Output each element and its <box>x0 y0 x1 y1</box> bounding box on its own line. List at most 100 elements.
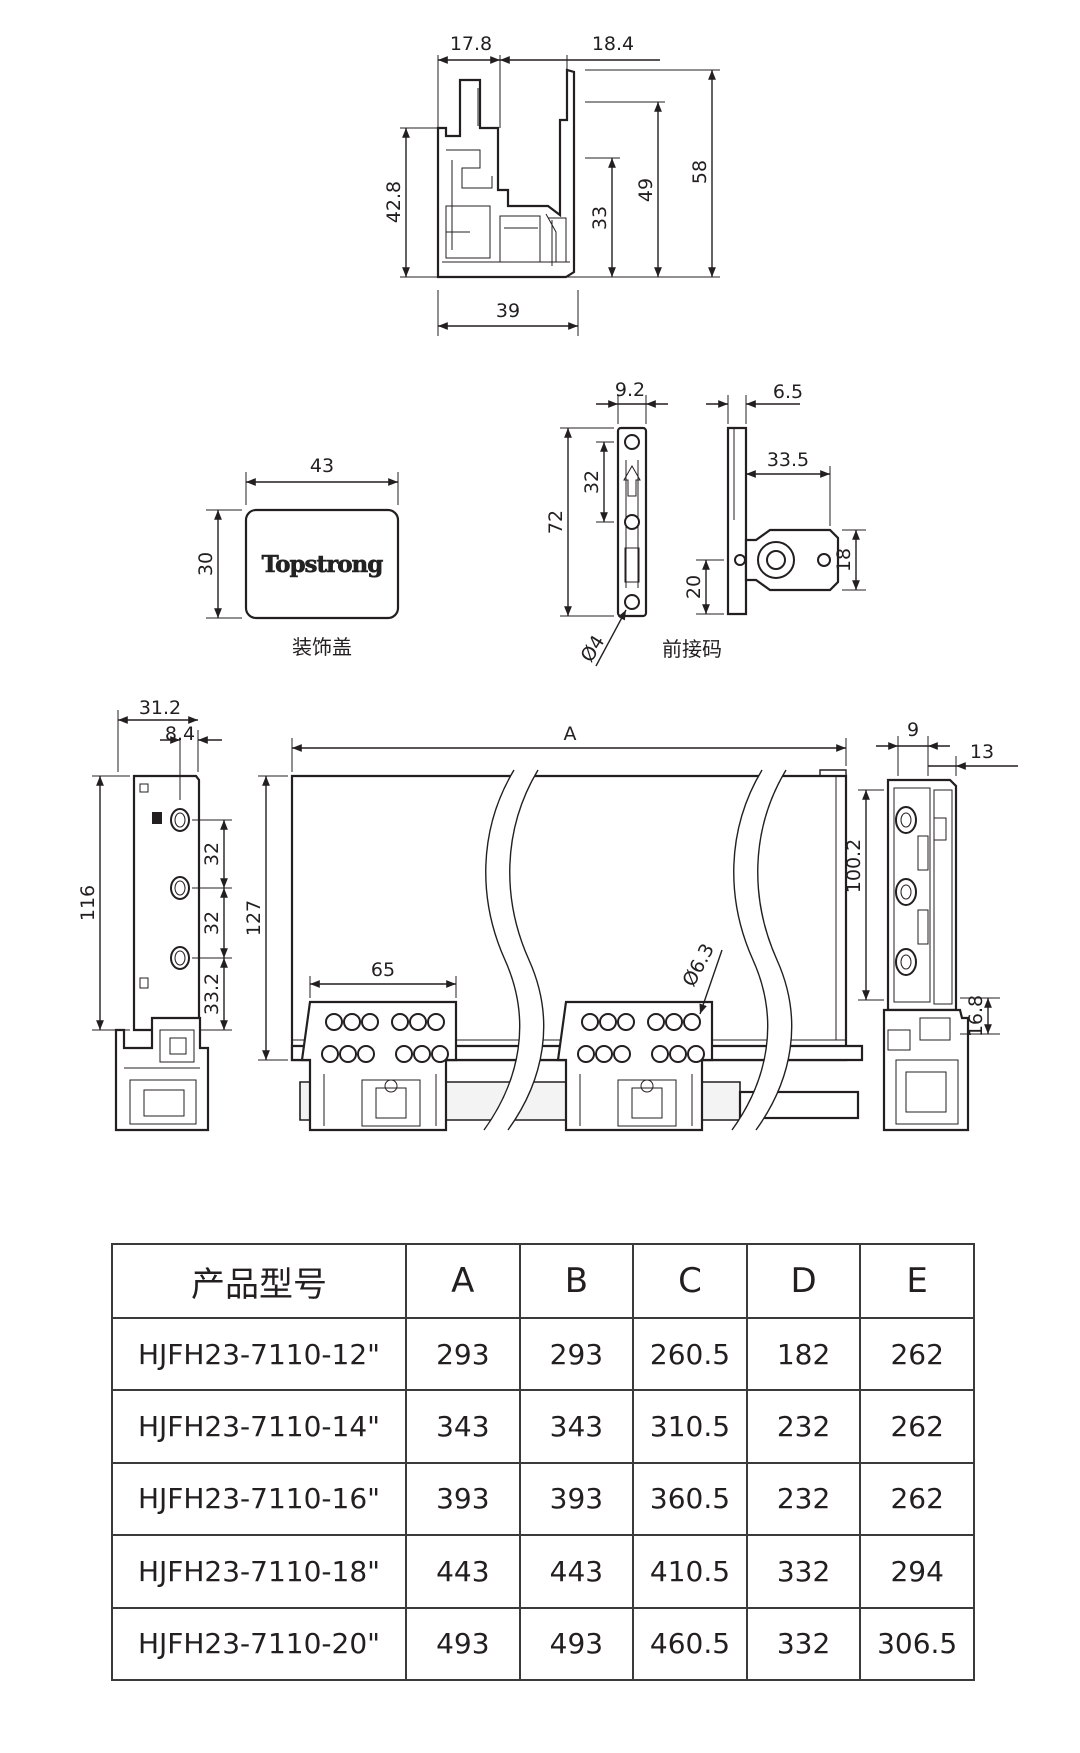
header-b: B <box>518 1243 635 1319</box>
dim-dia-4: Ø4 <box>576 632 609 667</box>
side-hole-2 <box>170 876 190 900</box>
cell-a: 493 <box>405 1606 521 1682</box>
rail-profile-outline <box>436 68 576 279</box>
dim-6-5: 6.5 <box>773 381 803 403</box>
side-hole-1 <box>170 808 190 832</box>
dim-16-8: 16.8 <box>965 995 987 1037</box>
cell-d: 182 <box>745 1316 862 1392</box>
right-side-view: 9 13 100.2 16.8 <box>843 719 1018 1132</box>
runner-clip-right <box>556 1000 714 1132</box>
dim-18-4: 18.4 <box>592 33 634 55</box>
dim-a: A <box>564 723 577 745</box>
dim-33: 33 <box>589 206 611 230</box>
table-row: HJFH23-7110-20" 493 493 460.5 332 306.5 <box>111 1606 975 1682</box>
header-a: A <box>405 1243 521 1319</box>
cell-d: 232 <box>745 1389 862 1464</box>
top-section-view: 17.8 18.4 42.8 33 49 58 39 <box>383 33 720 336</box>
dim-49: 49 <box>635 178 657 202</box>
connector-hole-middle <box>624 514 640 530</box>
cell-e: 262 <box>859 1389 975 1464</box>
cell-c: 310.5 <box>632 1389 748 1464</box>
side-hole-3 <box>170 946 190 970</box>
bracket-hole-2 <box>895 878 917 906</box>
table-row: HJFH23-7110-16" 393 393 360.5 232 262 <box>111 1461 975 1537</box>
cell-b: 443 <box>518 1534 635 1609</box>
cover-caption: 装饰盖 <box>292 635 352 659</box>
dim-31-2: 31.2 <box>139 697 181 719</box>
dim-72: 72 <box>545 510 567 534</box>
cell-a: 393 <box>405 1461 521 1537</box>
cell-a: 443 <box>405 1534 521 1609</box>
dim-127: 127 <box>243 900 265 936</box>
cell-e: 294 <box>859 1534 975 1609</box>
dim-20: 20 <box>683 575 705 599</box>
dim-43: 43 <box>310 455 334 477</box>
cell-b: 393 <box>518 1461 635 1537</box>
cell-d: 232 <box>745 1461 862 1537</box>
bracket-hole-3 <box>895 948 917 976</box>
cell-model: HJFH23-7110-18" <box>111 1534 407 1609</box>
dim-65: 65 <box>371 959 395 981</box>
cell-c: 460.5 <box>632 1606 748 1682</box>
side-rail-section <box>114 1016 210 1132</box>
dim-116: 116 <box>77 885 99 921</box>
dim-58: 58 <box>689 160 711 184</box>
side-panel-body <box>132 774 201 1032</box>
cell-e: 262 <box>859 1316 975 1392</box>
break-mask-right <box>732 770 792 1130</box>
table-row: HJFH23-7110-12" 293 293 260.5 182 262 <box>111 1316 975 1392</box>
table-header-row: 产品型号 A B C D E <box>111 1243 975 1319</box>
cover-logo: Topstrong <box>262 551 384 578</box>
header-c: C <box>632 1243 748 1319</box>
technical-drawing: 17.8 18.4 42.8 33 49 58 39 Topstrong 43 … <box>77 33 1018 1132</box>
cell-e: 262 <box>859 1461 975 1537</box>
dim-17-8: 17.8 <box>450 33 492 55</box>
cell-model: HJFH23-7110-20" <box>111 1606 407 1682</box>
dim-13: 13 <box>970 741 994 763</box>
connector-caption: 前接码 <box>662 637 722 661</box>
header-d: D <box>745 1243 862 1319</box>
header-e: E <box>859 1243 975 1319</box>
decorative-cover-view: Topstrong 43 30 装饰盖 <box>195 455 400 659</box>
dim-33-5: 33.5 <box>767 449 809 471</box>
cell-b: 293 <box>518 1316 635 1392</box>
runner-clip-left <box>300 1000 458 1132</box>
cell-d: 332 <box>745 1534 862 1609</box>
cell-c: 260.5 <box>632 1316 748 1392</box>
table-row: HJFH23-7110-14" 343 343 310.5 232 262 <box>111 1389 975 1464</box>
dim-18: 18 <box>833 548 855 572</box>
bracket-hole-1 <box>895 806 917 834</box>
dim-9: 9 <box>907 719 919 741</box>
dim-100-2: 100.2 <box>843 839 865 893</box>
left-side-view: 31.2 8.4 116 32 32 33.2 <box>77 697 232 1132</box>
header-model: 产品型号 <box>111 1243 407 1319</box>
cell-a: 293 <box>405 1316 521 1392</box>
cover-body <box>244 508 400 620</box>
cell-d: 332 <box>745 1606 862 1682</box>
dim-33-2: 33.2 <box>201 973 223 1015</box>
rail-lock-detail <box>442 88 570 266</box>
dim-42-8: 42.8 <box>383 181 405 223</box>
cell-b: 493 <box>518 1606 635 1682</box>
cell-b: 343 <box>518 1389 635 1464</box>
front-long-view: A 127 65 Ø6.3 <box>243 723 864 1132</box>
cell-c: 410.5 <box>632 1534 748 1609</box>
break-mask-left <box>484 770 544 1130</box>
dim-30: 30 <box>195 552 217 576</box>
cell-e: 306.5 <box>859 1606 975 1682</box>
cell-model: HJFH23-7110-14" <box>111 1389 407 1464</box>
cell-a: 343 <box>405 1389 521 1464</box>
dim-8-4: 8.4 <box>165 723 195 745</box>
dim-32-a: 32 <box>201 842 223 866</box>
spec-table: 产品型号 A B C D E HJFH23-7110-12" 293 293 2… <box>111 1243 975 1682</box>
table-row: HJFH23-7110-18" 443 443 410.5 332 294 <box>111 1534 975 1609</box>
dim-32-connector: 32 <box>581 470 603 494</box>
dim-32-b: 32 <box>201 911 223 935</box>
front-connector-view: 9.2 32 72 Ø4 6.5 33.5 20 18 前接码 <box>545 379 866 667</box>
dim-9-2: 9.2 <box>615 379 645 401</box>
cell-model: HJFH23-7110-16" <box>111 1461 407 1537</box>
direction-arrow-icon <box>623 464 641 497</box>
cell-model: HJFH23-7110-12" <box>111 1316 407 1392</box>
cell-c: 360.5 <box>632 1461 748 1537</box>
connector-hole-bottom <box>624 594 640 610</box>
